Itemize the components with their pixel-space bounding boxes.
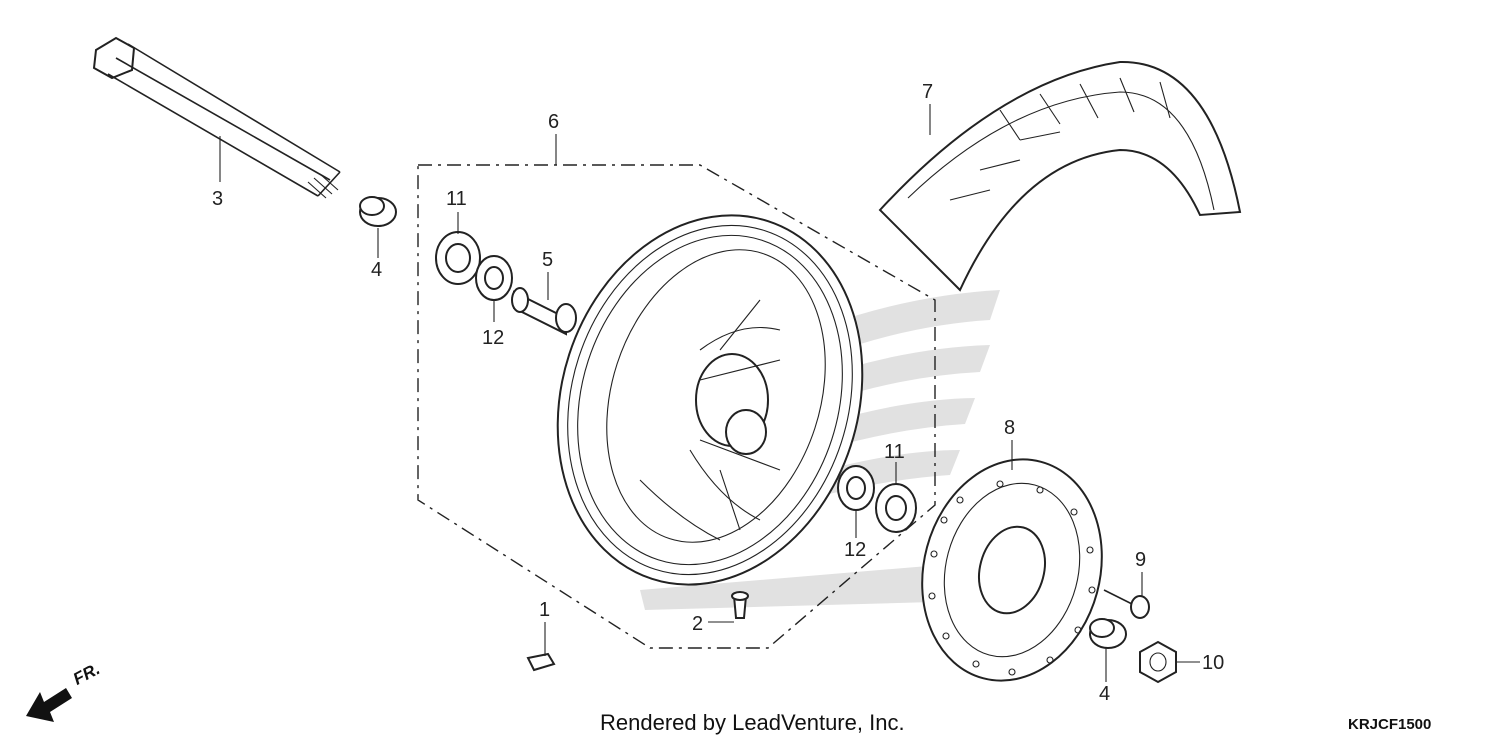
- callout-12-upper: 12: [482, 327, 504, 349]
- front-axle[interactable]: [92, 36, 341, 199]
- assembly-boundary: [417, 164, 936, 649]
- callout-10: 10: [1202, 652, 1224, 674]
- callout-4-upper: 4: [371, 259, 382, 281]
- callout-7: 7: [922, 81, 933, 103]
- tire-valve[interactable]: [731, 591, 749, 619]
- leader-lines: [219, 104, 1200, 682]
- callout-3: 3: [212, 188, 223, 210]
- front-direction-arrow-icon: [26, 688, 72, 722]
- axle-nut[interactable]: [1139, 640, 1177, 684]
- brake-disc[interactable]: [898, 439, 1126, 701]
- balance-weight[interactable]: [526, 652, 556, 672]
- callout-4-lower: 4: [1099, 683, 1110, 705]
- callout-8: 8: [1004, 417, 1015, 439]
- front-wheel-rim[interactable]: [511, 175, 909, 624]
- callout-1: 1: [539, 599, 550, 621]
- bearing-lower[interactable]: [875, 483, 917, 533]
- distance-collar[interactable]: [511, 287, 577, 336]
- dust-seal-lower[interactable]: [837, 465, 875, 511]
- diagram-code: KRJCF1500: [1348, 716, 1432, 733]
- render-credit: Rendered by LeadVenture, Inc.: [600, 710, 905, 735]
- callout-11-upper: 11: [446, 188, 467, 210]
- bearing-upper[interactable]: [435, 231, 481, 285]
- axle-collar-upper[interactable]: [359, 196, 397, 227]
- dust-seal-upper[interactable]: [475, 255, 513, 301]
- callout-5: 5: [542, 249, 553, 271]
- callout-9: 9: [1135, 549, 1146, 571]
- front-tire[interactable]: [878, 60, 1242, 292]
- disc-bolt[interactable]: [1103, 589, 1150, 619]
- callout-11-lower: 11: [884, 441, 905, 463]
- callout-6: 6: [548, 111, 559, 133]
- axle-collar-lower[interactable]: [1089, 618, 1127, 649]
- callout-2: 2: [692, 613, 703, 635]
- callout-12-lower: 12: [844, 539, 866, 561]
